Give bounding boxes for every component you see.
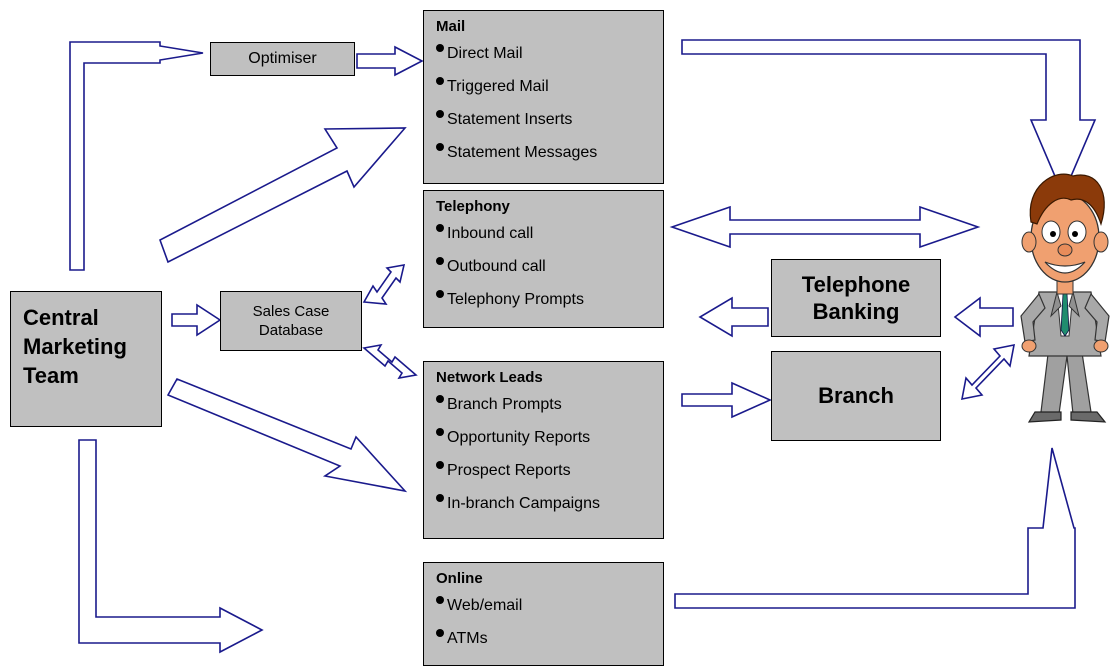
bullet-icon [436,257,444,265]
list-item: Statement Messages [436,142,597,175]
telephone-banking-box: Telephone Banking [771,259,941,337]
sales-case-database-label: Sales Case Database [252,303,330,339]
list-item: Triggered Mail [436,76,597,109]
telephony-channel-panel: Telephony Inbound call Outbound call Tel… [423,190,664,328]
arrow-branch-customer [960,343,1016,401]
branch-box: Branch [771,351,941,441]
customer-figure-icon [1020,173,1110,423]
network-leads-title: Network Leads [436,369,543,386]
branch-label: Branch [818,383,894,408]
bullet-icon [436,629,444,637]
list-item: Web/email [436,595,522,628]
bullet-icon [436,428,444,436]
arrow-team-to-salesdb [171,303,222,337]
bullet-icon [436,224,444,232]
list-item: Telephony Prompts [436,289,584,322]
telephone-banking-label: Telephone Banking [801,272,911,324]
arrow-network-to-branch [681,381,772,419]
central-marketing-team-label: Central Marketing Team [23,305,127,388]
arrow-salesdb-telephony [362,264,406,305]
bullet-icon [436,395,444,403]
list-item: Outbound call [436,256,584,289]
arrow-team-down [78,439,264,654]
arrow-salesdb-network [362,343,418,380]
central-marketing-team-box: Central Marketing Team [10,291,162,427]
online-channel-panel: Online Web/email ATMs [423,562,664,666]
optimiser-box: Optimiser [210,42,355,76]
list-item: Opportunity Reports [436,427,600,460]
optimiser-label: Optimiser [248,50,317,67]
bullet-icon [436,44,444,52]
list-item: Direct Mail [436,43,597,76]
list-item: In-branch Campaigns [436,493,600,526]
list-item: Branch Prompts [436,394,600,427]
mail-channel-panel: Mail Direct Mail Triggered Mail Statemen… [423,10,664,184]
list-item: Prospect Reports [436,460,600,493]
mail-title: Mail [436,18,466,35]
bullet-icon [436,77,444,85]
arrow-customer-to-tb [953,296,1014,338]
sales-case-database-box: Sales Case Database [220,291,362,351]
bullet-icon [436,596,444,604]
list-item: ATMs [436,628,522,661]
bullet-icon [436,494,444,502]
bullet-icon [436,143,444,151]
arrow-mail-to-customer [681,39,1097,198]
arrow-team-to-optimiser [69,41,204,271]
bullet-icon [436,290,444,298]
arrow-team-to-network [166,377,408,493]
list-item: Inbound call [436,223,584,256]
arrow-team-to-mail [159,127,407,264]
telephony-title: Telephony [436,198,510,215]
arrow-optimiser-to-mail [356,45,424,77]
network-leads-channel-panel: Network Leads Branch Prompts Opportunity… [423,361,664,539]
arrow-online-to-customer [674,447,1076,609]
bullet-icon [436,110,444,118]
list-item: Statement Inserts [436,109,597,142]
online-title: Online [436,570,483,587]
arrow-tb-to-telephony [698,296,769,338]
arrow-telephony-customer [669,205,981,249]
bullet-icon [436,461,444,469]
